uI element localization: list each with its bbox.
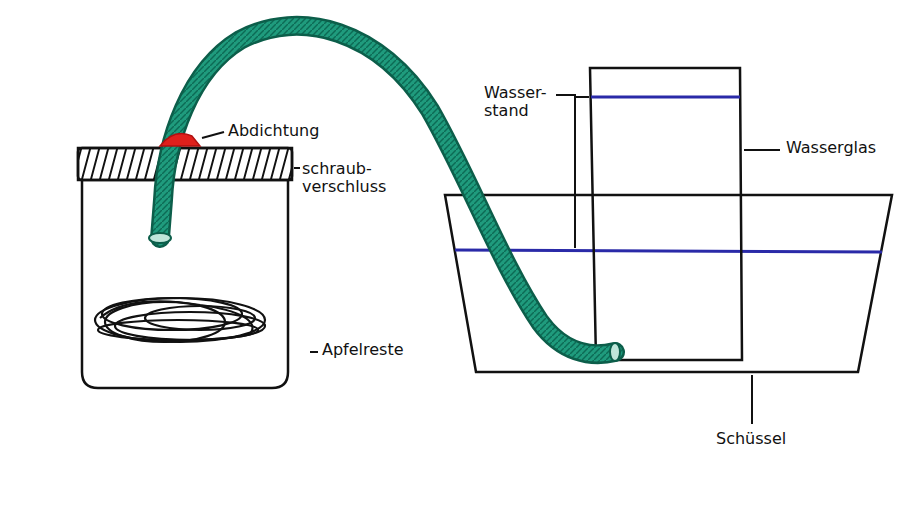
jar [78,148,292,388]
part-label: Apfelreste [322,341,432,359]
bowl-water-level [455,250,882,252]
leader-lines [202,95,780,424]
tube [149,26,620,361]
part-label: Schüssel [716,430,826,448]
sealing [160,134,200,146]
apple-remains [95,298,265,342]
part-label: schraub- verschluss [302,160,394,197]
part-label: Abdichtung [228,122,348,140]
part-label: Wasserglas [786,139,898,157]
screw-lid-outline [78,148,292,180]
glass-water-level [591,96,740,99]
part-label: Wasser- stand [484,84,556,121]
screw-lid [78,148,292,180]
water-glass [590,68,742,360]
jar-body [82,180,288,388]
